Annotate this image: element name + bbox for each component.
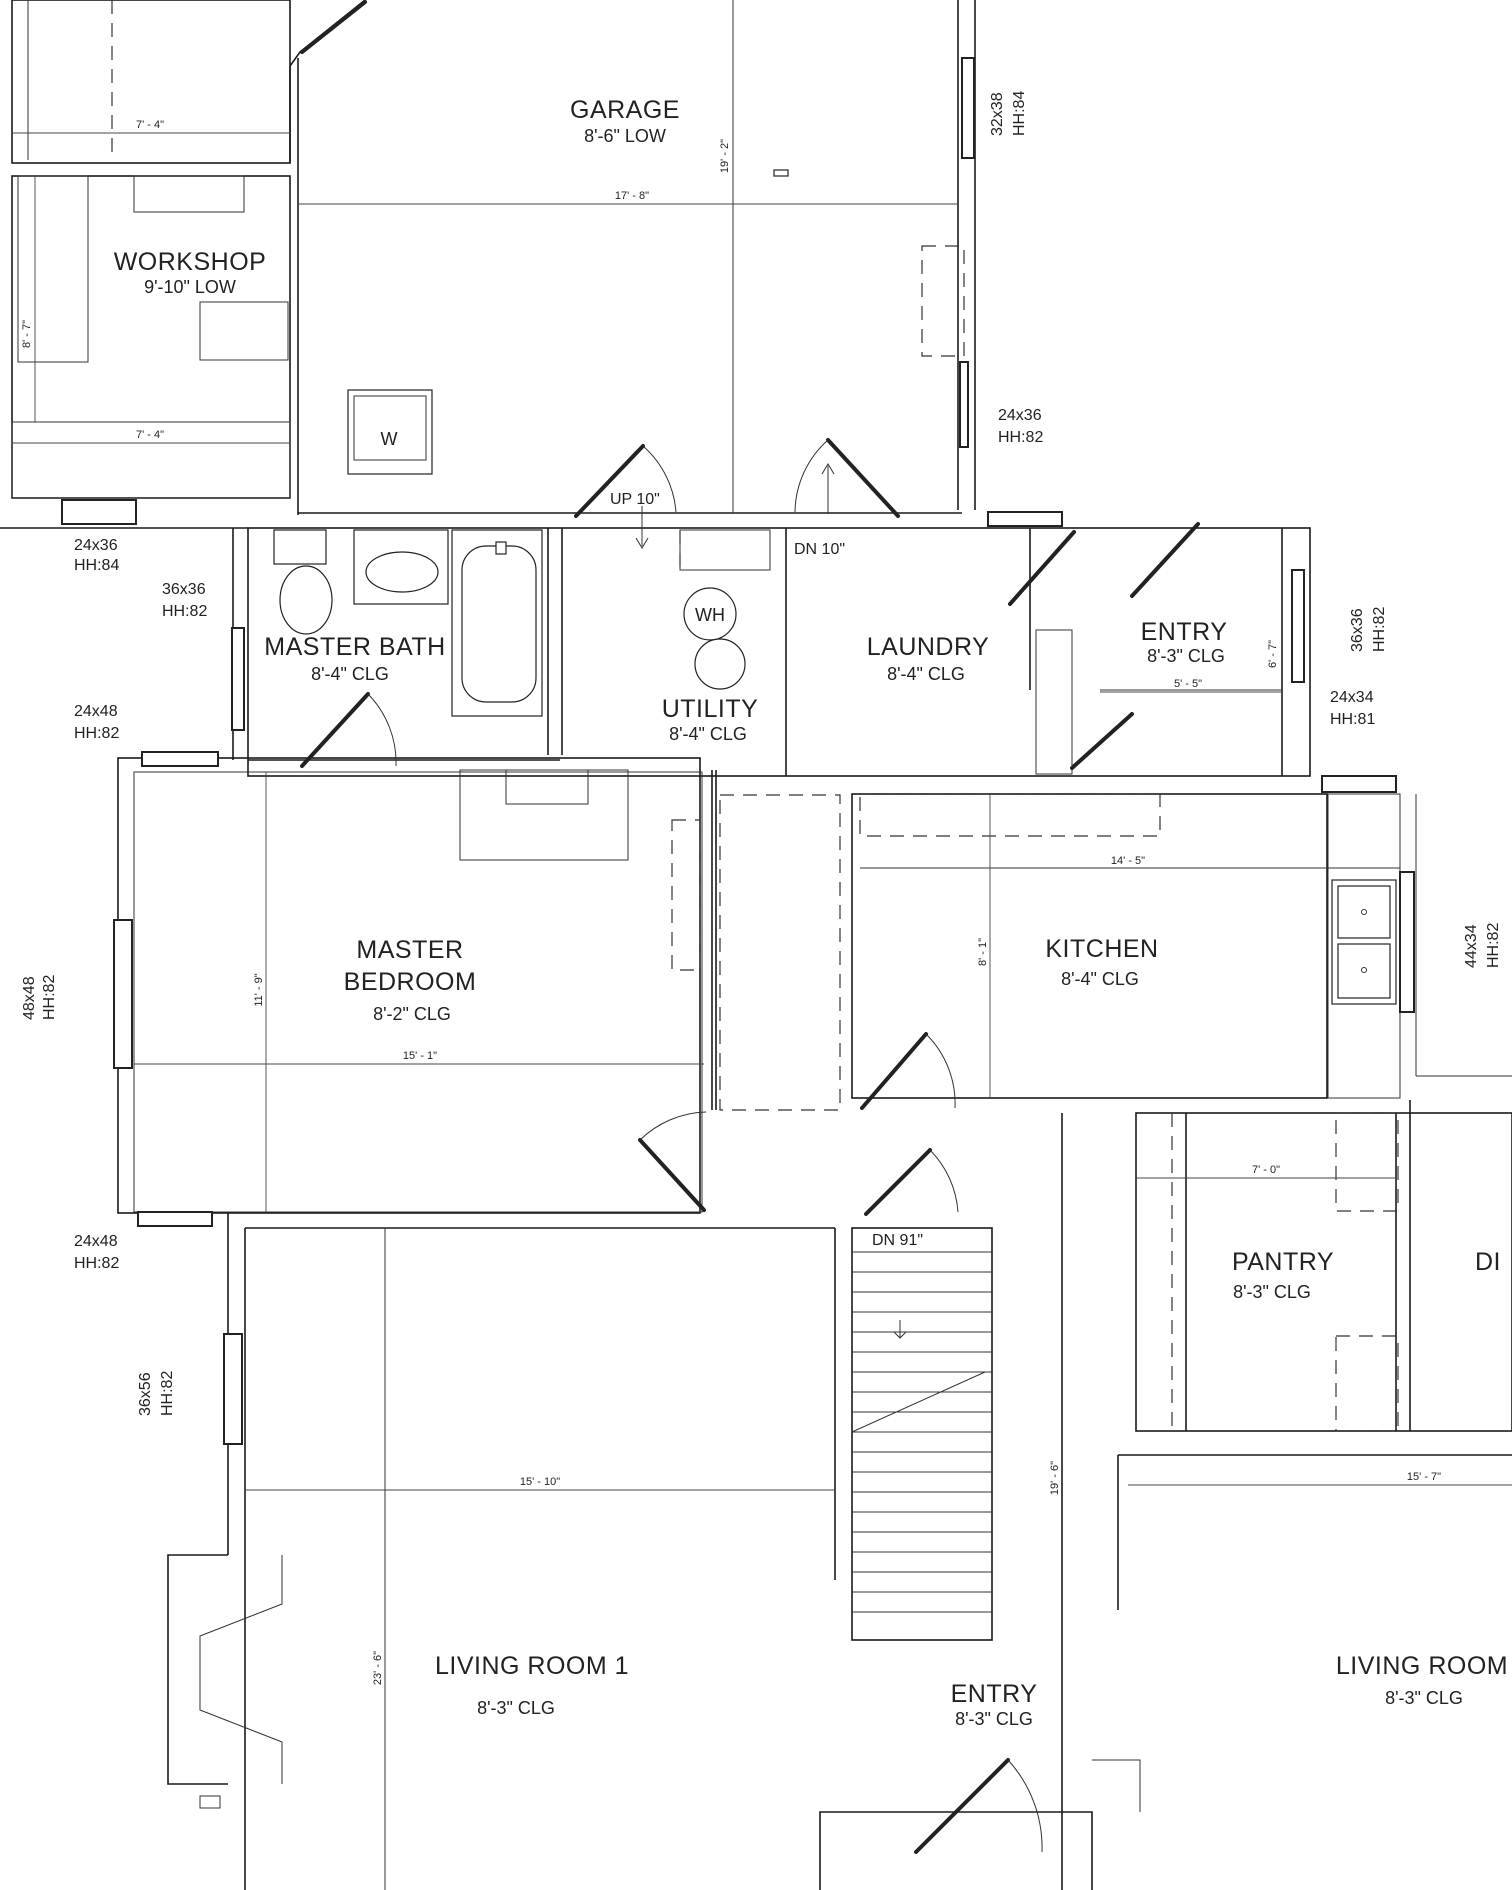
win-living-hh: HH:82 bbox=[159, 1371, 176, 1416]
win-entry-hh: HH:82 bbox=[1371, 607, 1388, 652]
dim-kitchen-depth: 8' - 1" bbox=[977, 938, 989, 966]
utility-ceiling: 8'-4" CLG bbox=[669, 724, 747, 744]
pantry-label: PANTRY bbox=[1232, 1248, 1334, 1276]
win-bedroom-lower-size: 24x48 bbox=[74, 1233, 118, 1250]
kitchen-ceiling: 8'-4" CLG bbox=[1061, 969, 1139, 989]
dim-workshop-bottom: 7' - 4" bbox=[136, 429, 164, 441]
workshop-ceiling: 9'-10" LOW bbox=[144, 277, 236, 297]
dim-workshop-top: 7' - 4" bbox=[136, 119, 164, 131]
dim-hall-depth: 19' - 6" bbox=[1049, 1461, 1061, 1495]
win-entry-size: 36x36 bbox=[1349, 608, 1366, 652]
washer-label: W bbox=[381, 429, 398, 449]
win-kitchen-hh: HH:82 bbox=[1485, 923, 1502, 968]
laundry-ceiling: 8'-4" CLG bbox=[887, 664, 965, 684]
windows bbox=[61, 57, 1415, 1445]
win-workshop-hh: HH:84 bbox=[74, 557, 119, 574]
water-heater-label: WH bbox=[695, 605, 725, 625]
entry-lower-ceiling: 8'-3" CLG bbox=[955, 1709, 1033, 1729]
entry-upper-label: ENTRY bbox=[1141, 618, 1228, 646]
laundry-down-note: DN 10" bbox=[794, 541, 845, 558]
fixtures: W WH bbox=[273, 389, 746, 717]
win-garage-lower-hh: HH:82 bbox=[998, 429, 1043, 446]
kitchen-label: KITCHEN bbox=[1045, 935, 1158, 963]
win-garage-side-hh: HH:84 bbox=[1011, 91, 1028, 136]
dim-kitchen-width: 14' - 5" bbox=[1111, 855, 1145, 867]
workshop-label: WORKSHOP bbox=[114, 248, 267, 276]
window-notes: 32x38 HH:84 24x36 HH:82 24x36 HH:84 36x3… bbox=[21, 91, 1502, 1416]
win-kitchen-size: 44x34 bbox=[1463, 924, 1480, 968]
room-labels: GARAGE 8'-6" LOW WORKSHOP 9'-10" LOW MAS… bbox=[114, 96, 1508, 1729]
pantry-ceiling: 8'-3" CLG bbox=[1233, 1282, 1311, 1302]
living-room-2-label: LIVING ROOM bbox=[1336, 1652, 1508, 1680]
dimension-lines: 7' - 4" 7' - 4" 8' - 7" 17' - 8" 19' - 2… bbox=[12, 119, 1512, 1685]
dim-garage-width: 17' - 8" bbox=[615, 190, 649, 202]
win-living-size: 36x56 bbox=[137, 1372, 154, 1416]
dim-workshop-depth: 8' - 7" bbox=[21, 320, 33, 348]
doors bbox=[300, 0, 1200, 1854]
stair-notes: UP 10" DN 10" DN 91" bbox=[610, 463, 923, 1249]
dining-label: DI bbox=[1475, 1248, 1501, 1276]
entry-lower-label: ENTRY bbox=[951, 1680, 1038, 1708]
dim-entry-depth: 6' - 7" bbox=[1267, 640, 1279, 668]
master-bedroom-ceiling: 8'-2" CLG bbox=[373, 1004, 451, 1024]
living-room-1-ceiling: 8'-3" CLG bbox=[477, 1698, 555, 1718]
dim-bedroom-width: 15' - 1" bbox=[403, 1050, 437, 1062]
garage-ceiling: 8'-6" LOW bbox=[584, 126, 666, 146]
win-entry-lower-size: 24x34 bbox=[1330, 689, 1374, 706]
win-bath-size: 36x36 bbox=[162, 581, 206, 598]
dim-living1-depth: 23' - 6" bbox=[372, 1651, 384, 1685]
master-bedroom-label-2: BEDROOM bbox=[344, 968, 477, 996]
main-down-note: DN 91" bbox=[872, 1232, 923, 1249]
stair-treads bbox=[851, 1251, 992, 1613]
dim-living1-width: 15' - 10" bbox=[520, 1476, 560, 1488]
win-bath-lower-hh: HH:82 bbox=[74, 725, 119, 742]
win-garage-lower-size: 24x36 bbox=[998, 407, 1042, 424]
dim-garage-depth: 19' - 2" bbox=[719, 139, 731, 173]
master-bedroom-label-1: MASTER bbox=[356, 936, 463, 964]
win-bedroom-size: 48x48 bbox=[21, 976, 38, 1020]
win-bath-hh: HH:82 bbox=[162, 603, 207, 620]
dim-bedroom-depth: 11' - 9" bbox=[253, 973, 265, 1006]
dim-living2-width: 15' - 7" bbox=[1407, 1471, 1441, 1483]
living-room-1-label: LIVING ROOM 1 bbox=[435, 1652, 629, 1680]
garage-up-note: UP 10" bbox=[610, 491, 660, 508]
entry-upper-ceiling: 8'-3" CLG bbox=[1147, 646, 1225, 666]
win-garage-side-size: 32x38 bbox=[989, 92, 1006, 136]
dim-pantry-width: 7' - 0" bbox=[1252, 1164, 1280, 1176]
win-bedroom-lower-hh: HH:82 bbox=[74, 1255, 119, 1272]
win-workshop-size: 24x36 bbox=[74, 537, 118, 554]
win-bedroom-hh: HH:82 bbox=[41, 975, 58, 1020]
master-bath-ceiling: 8'-4" CLG bbox=[311, 664, 389, 684]
living-room-2-ceiling: 8'-3" CLG bbox=[1385, 1688, 1463, 1708]
dim-entry-width: 5' - 5" bbox=[1174, 678, 1202, 690]
utility-label: UTILITY bbox=[662, 695, 759, 723]
laundry-label: LAUNDRY bbox=[867, 633, 990, 661]
win-entry-lower-hh: HH:81 bbox=[1330, 711, 1375, 728]
win-bath-lower-size: 24x48 bbox=[74, 703, 118, 720]
master-bath-label: MASTER BATH bbox=[264, 633, 445, 661]
garage-label: GARAGE bbox=[570, 96, 680, 124]
